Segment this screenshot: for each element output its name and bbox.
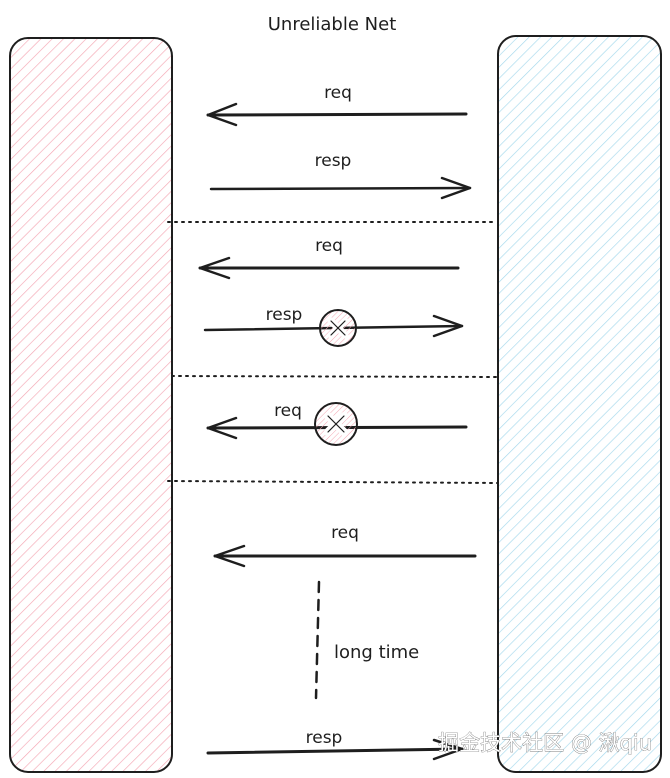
message-label: req [324,83,352,103]
x-circle-icon [314,402,358,446]
message-arrow [206,738,464,761]
message-arrow [209,176,472,200]
scenario-divider [171,375,499,378]
message-arrow [198,256,460,280]
message-label: resp [306,728,343,748]
message-arrow [206,102,468,127]
watermark: 掘金技术社区 @ 湫qiu [438,731,652,755]
message-label: resp [315,151,352,171]
diagram-title: Unreliable Net [268,14,397,35]
message-label: req [331,523,359,543]
delay-line [314,580,321,700]
scenario-divider [167,480,499,484]
message-arrow [213,544,477,568]
client-lane [9,37,173,773]
message-label: req [274,401,302,421]
x-circle-icon [319,309,357,347]
delay-label: long time [334,642,419,663]
server-lane [497,35,662,773]
message-label: resp [266,305,303,325]
message-label: req [315,236,343,256]
